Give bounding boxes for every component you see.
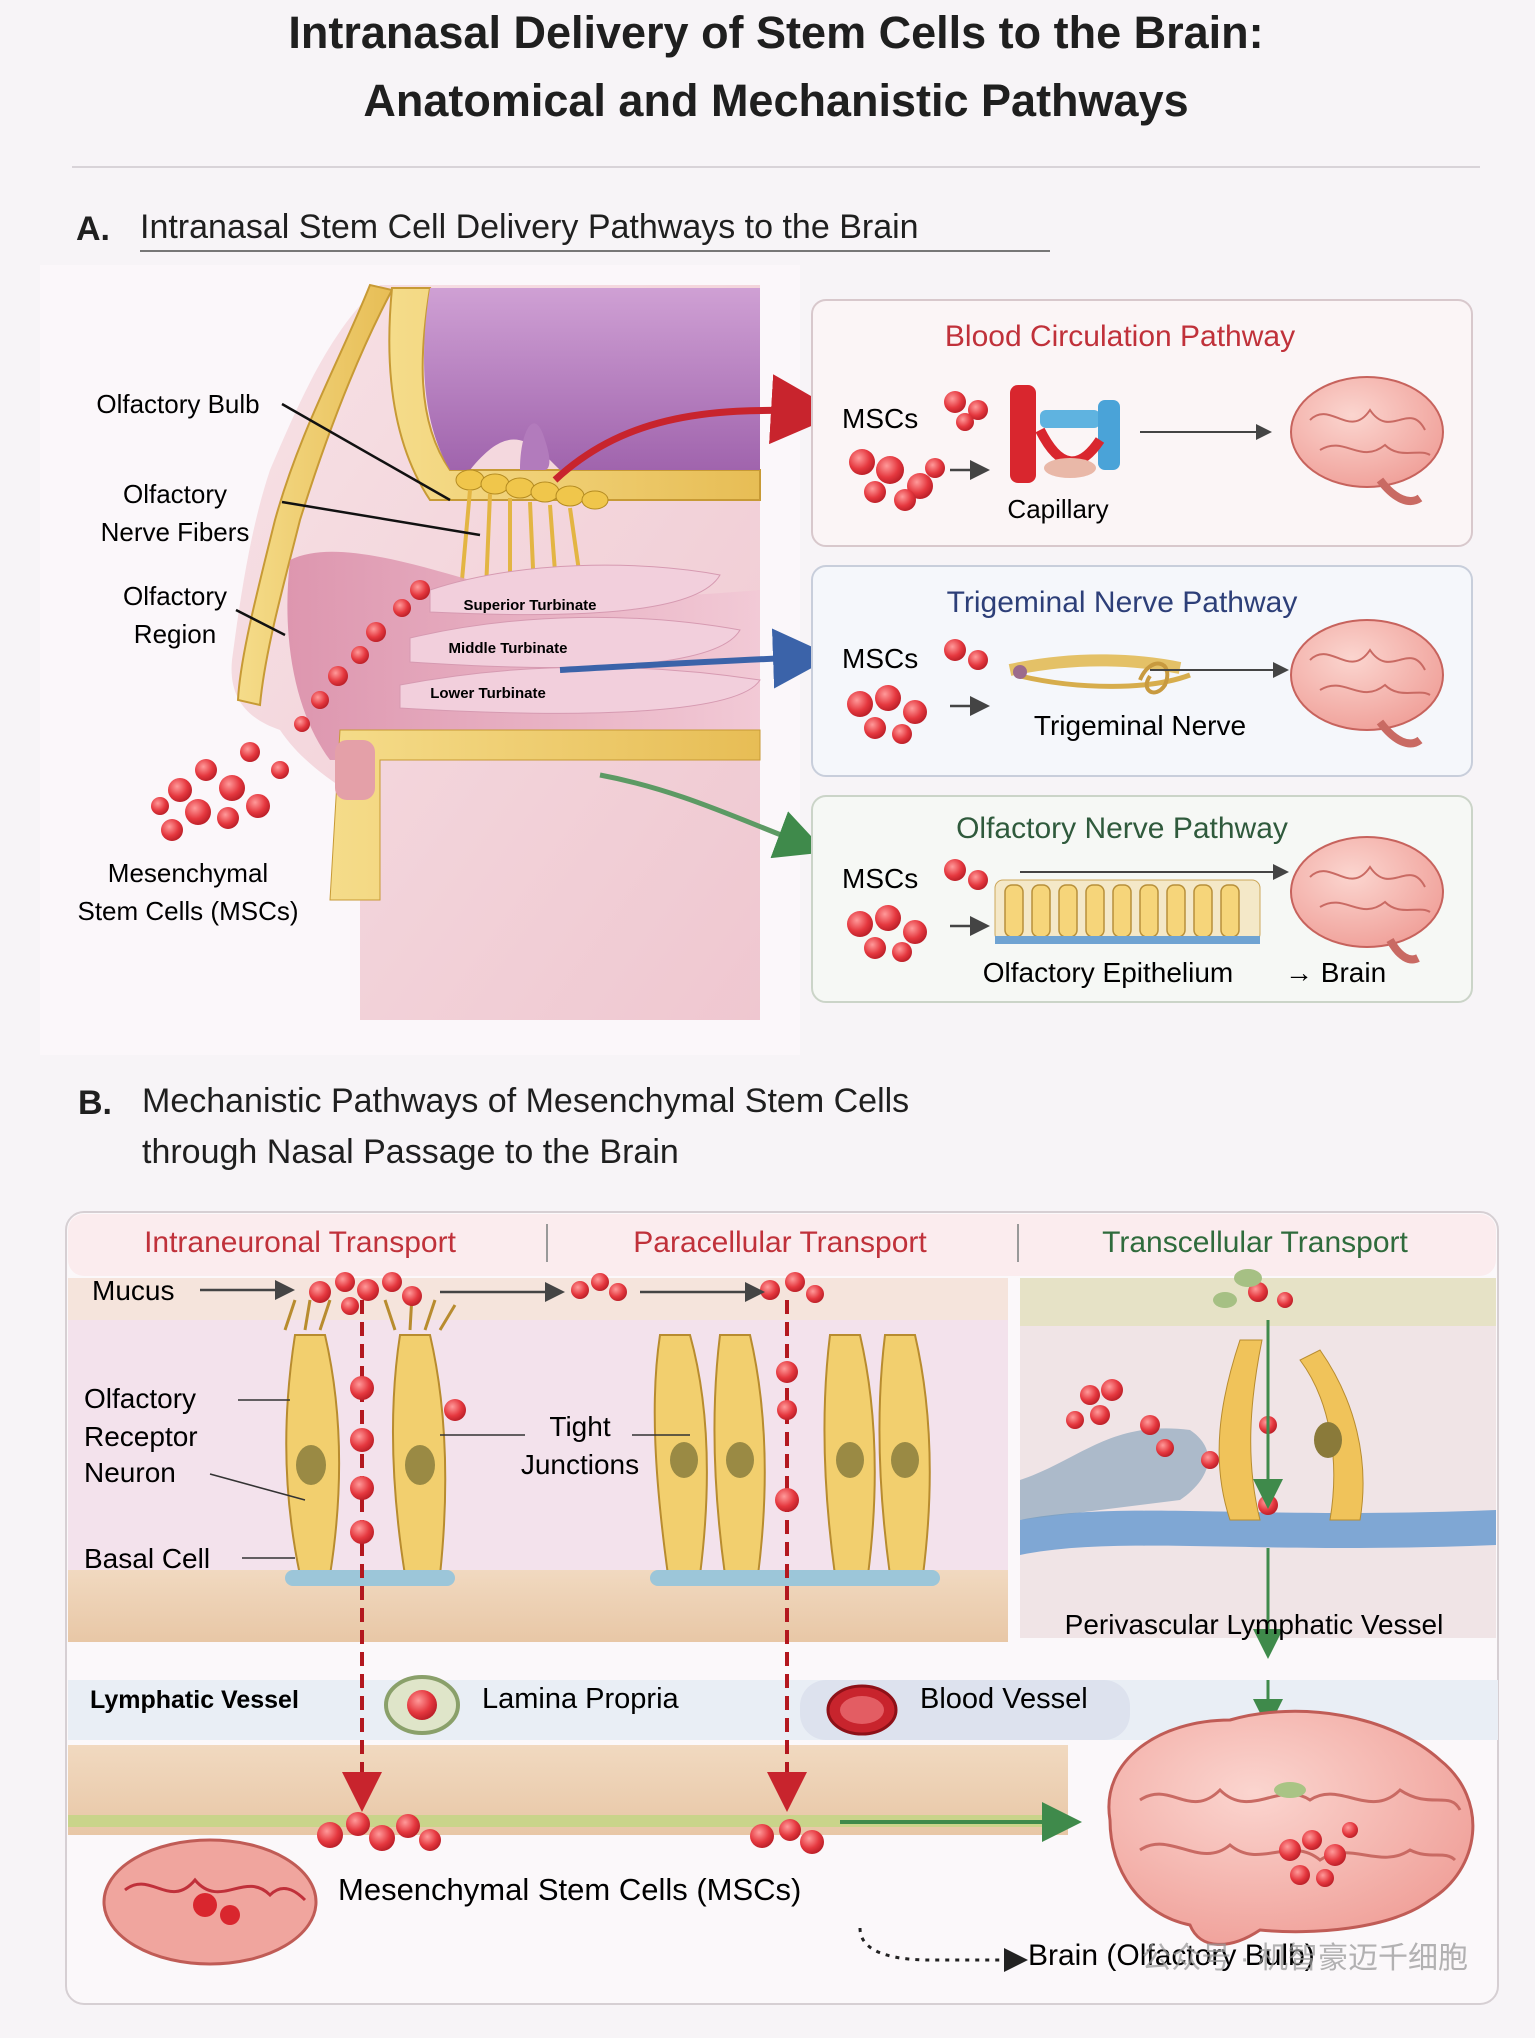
label-tight-2: Junctions	[521, 1449, 639, 1480]
label-lymphatic-vessel: Lymphatic Vessel	[90, 1686, 299, 1714]
msc-cell-cluster-outside	[151, 742, 289, 841]
pathway-caption-trigeminal: Trigeminal Nerve	[1034, 710, 1246, 741]
cribriform-plate	[388, 287, 761, 501]
pathway-msc-label-blood: MSCs	[842, 403, 918, 434]
trigeminal-nerve-icon	[1008, 654, 1191, 695]
msc-cells-paracellular	[760, 1272, 824, 1512]
label-orn-3: Neuron	[84, 1457, 176, 1488]
nasal-bone	[236, 283, 394, 707]
label-olfactory-bulb: Olfactory Bulb	[96, 389, 259, 419]
msc-cells-in-nose	[294, 580, 430, 732]
main-title-line-1: Intranasal Delivery of Stem Cells to the…	[288, 7, 1263, 58]
trigeminal-pathway-arrow	[559, 628, 833, 689]
capillary-icon	[1010, 385, 1120, 483]
middle-turbinate-shape	[409, 616, 741, 668]
section-b-heading-1: Mechanistic Pathways of Mesenchymal Stem…	[142, 1082, 909, 1120]
msc-cells-olfactory	[847, 859, 988, 962]
brain-icon-small	[102, 1838, 318, 1966]
mechanism-panel	[65, 1211, 1499, 2005]
label-olfactory-region-1: Olfactory	[123, 581, 227, 611]
mucus-layer	[68, 1278, 1008, 1320]
msc-cells-transcellular	[1066, 1282, 1293, 1515]
main-title-line-2: Anatomical and Mechanistic Pathways	[363, 75, 1188, 126]
label-olfactory-region-2: Region	[134, 619, 216, 649]
pathway-msc-label-trigeminal: MSCs	[842, 643, 918, 674]
label-middle-turbinate: Middle Turbinate	[449, 640, 568, 657]
label-tight-1: Tight	[549, 1411, 610, 1442]
olfactory-pathway-arrow	[599, 772, 827, 859]
nasal-anatomy-illustration	[40, 265, 841, 1055]
label-orn-1: Olfactory	[84, 1383, 196, 1414]
section-b-letter: B.	[78, 1084, 112, 1122]
label-superior-turbinate: Superior Turbinate	[463, 597, 596, 614]
label-brain-olfactory-bulb: Brain (Olfactory Bulb)	[1028, 1939, 1315, 1972]
label-msc-2: Stem Cells (MSCs)	[77, 896, 298, 926]
column-label-transcellular: Transcellular Transport	[1102, 1226, 1408, 1259]
olfactory-bulb-shape	[455, 469, 609, 510]
pathway-caption-brain: → Brain	[1285, 957, 1386, 988]
olfactory-receptor-neurons-left	[283, 1294, 457, 1586]
section-a-letter: A.	[76, 210, 110, 248]
msc-cells-bottom	[317, 1812, 824, 1854]
mucus-arrows	[200, 1280, 765, 1302]
brain-icon-trigeminal	[1290, 619, 1444, 748]
blood-pathway-arrow	[552, 374, 841, 483]
pathway-title-blood: Blood Circulation Pathway	[945, 320, 1295, 353]
superior-turbinate-shape	[429, 564, 721, 616]
blood-vessel-icon	[800, 1680, 1130, 1740]
pathway-msc-label-olfactory: MSCs	[842, 863, 918, 894]
label-basal-cell: Basal Cell	[84, 1543, 210, 1574]
brain-icon-large	[1107, 1709, 1475, 1946]
msc-cells-blood	[849, 391, 988, 511]
section-a-heading: Intranasal Stem Cell Delivery Pathways t…	[140, 208, 919, 246]
brain-icon-olfactory	[1290, 836, 1444, 964]
olfactory-receptor-neurons-middle	[650, 1334, 940, 1586]
watermark-text: 公众号 · 机智豪迈千细胞	[1141, 1942, 1468, 1975]
pathway-caption-capillary: Capillary	[1007, 494, 1108, 524]
pathway-title-trigeminal: Trigeminal Nerve Pathway	[947, 586, 1298, 619]
label-olfactory-nerve-fibers-1: Olfactory	[123, 479, 227, 509]
brain-icon-blood	[1290, 376, 1444, 505]
pathway-caption-olfactory: Olfactory Epithelium	[983, 957, 1234, 988]
label-lower-turbinate: Lower Turbinate	[430, 685, 546, 702]
label-orn-2: Receptor	[84, 1421, 198, 1452]
label-perivascular: Perivascular Lymphatic Vessel	[1065, 1609, 1444, 1640]
label-msc-bottom: Mesenchymal Stem Cells (MSCs)	[338, 1872, 801, 1907]
label-mucus: Mucus	[92, 1275, 174, 1306]
olfactory-epithelium-icon	[994, 879, 1261, 944]
brain-tissue-region	[424, 288, 760, 470]
pathway-box-blood: Blood Circulation Pathway MSCs Capillary	[811, 299, 1473, 547]
lymphatic-vessel-icon	[384, 1675, 460, 1735]
lower-turbinate-shape	[399, 666, 761, 714]
label-blood-vessel: Blood Vessel	[920, 1683, 1088, 1715]
msc-cells-intraneuronal	[309, 1272, 627, 1544]
column-label-intraneuronal: Intraneuronal Transport	[144, 1226, 457, 1259]
msc-cells-trigeminal	[847, 639, 988, 744]
label-msc-1: Mesenchymal	[108, 858, 268, 888]
label-lamina-propria: Lamina Propria	[482, 1683, 680, 1715]
column-label-paracellular: Paracellular Transport	[633, 1226, 927, 1259]
pathway-title-olfactory: Olfactory Nerve Pathway	[956, 812, 1288, 845]
label-olfactory-nerve-fibers-2: Nerve Fibers	[101, 517, 250, 547]
pathway-box-trigeminal: Trigeminal Nerve Pathway MSCs Trigeminal…	[811, 565, 1473, 777]
pathway-box-olfactory: Olfactory Nerve Pathway MSCs Olfactory E…	[811, 795, 1473, 1003]
section-b-heading-2: through Nasal Passage to the Brain	[142, 1133, 679, 1171]
